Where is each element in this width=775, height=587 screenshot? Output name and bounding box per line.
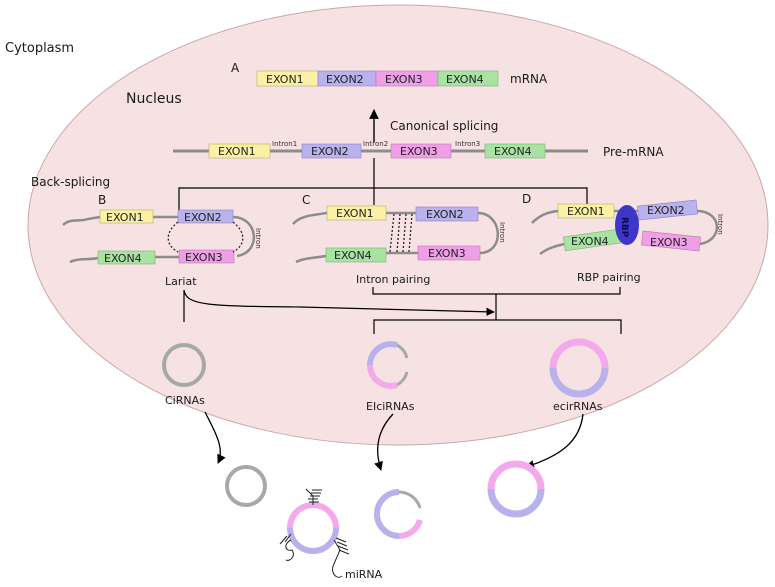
nucleus-ellipse: [27, 4, 769, 446]
cytoplasm-ecirna-circle: [487, 460, 545, 518]
rbp-exon4: EXON4: [571, 235, 609, 248]
lariat-exon4: EXON4: [104, 252, 142, 265]
lariat-exon1: EXON1: [106, 211, 144, 224]
pre-exon3: EXON3: [400, 145, 438, 158]
mirna-label: miRNA: [345, 568, 383, 581]
rbp-intron-label: Intron: [716, 214, 724, 235]
lariat-label: Lariat: [165, 275, 197, 288]
ecirnas-label: ecirRNAs: [553, 400, 603, 413]
intron1-label: Intron1: [272, 140, 297, 148]
mrna-exon2: EXON2: [326, 73, 364, 86]
cirna-export-arrow: [204, 411, 226, 464]
rbp-pairing-structure: EXON1 EXON2 EXON3 EXON4 RBP Intron: [531, 199, 724, 256]
mrna-exon3: EXON3: [385, 73, 423, 86]
mrna-strand: EXON1 EXON2 EXON3 EXON4: [256, 70, 499, 87]
pre-exon1: EXON1: [218, 145, 256, 158]
intron3-label: Intron3: [455, 140, 480, 148]
pairing-exon2: EXON2: [426, 208, 464, 221]
nucleus-label: Nucleus: [126, 91, 182, 107]
rbp-protein: [615, 205, 639, 245]
convergence-connectors: [372, 287, 622, 334]
cytoplasm-cirna-circle: [225, 465, 267, 507]
cytoplasm-label: Cytoplasm: [5, 41, 74, 56]
pre-mrna-label: Pre-mRNA: [603, 145, 664, 159]
rbp-exon2: EXON2: [647, 204, 685, 217]
ecirna-circle: [549, 338, 609, 398]
mirna-sponge-circle: [279, 488, 350, 578]
pre-exon2: EXON2: [311, 145, 349, 158]
intron-pairing-label: Intron pairing: [356, 273, 430, 286]
pairing-exon3: EXON3: [428, 247, 466, 260]
panel-b-label: B: [98, 193, 106, 207]
back-splicing-bracket: [178, 158, 588, 210]
lariat-exon3: EXON3: [185, 251, 223, 264]
canonical-splicing-label: Canonical splicing: [390, 119, 498, 133]
mrna-label: mRNA: [510, 72, 548, 86]
lariat-exon2: EXON2: [184, 211, 222, 224]
pre-mrna-strand: EXON1 EXON2 EXON3 EXON4 Intron1 Intron2 …: [173, 140, 588, 159]
panel-c-label: C: [302, 193, 310, 207]
elcirnas-label: EIciRNAs: [366, 400, 415, 413]
intron-pairing-structure: EXON1 EXON2 EXON3 EXON4 Intron: [292, 205, 506, 264]
panel-a-label: A: [231, 61, 240, 75]
rbp-label: RBP: [619, 217, 629, 238]
cirnas-label: CiRNAs: [165, 394, 205, 407]
lariat-arrow: [183, 289, 495, 317]
lariat-structure: EXON1 EXON2 EXON3 EXON4 Intron: [62, 209, 262, 265]
pre-exon4: EXON4: [494, 145, 532, 158]
rbp-exon1: EXON1: [567, 205, 605, 218]
pairing-intron-label: Intron: [498, 222, 506, 243]
elcirna-circle: [367, 341, 409, 389]
mrna-exon1: EXON1: [266, 73, 304, 86]
rbp-exon3: EXON3: [650, 236, 688, 249]
ecirna-export-arrow: [525, 413, 584, 469]
cytoplasm-elcirna-circle: [374, 489, 423, 539]
elcirna-export-arrow: [374, 413, 394, 471]
mrna-exon4: EXON4: [446, 73, 484, 86]
pairing-exon4: EXON4: [334, 249, 372, 262]
pairing-exon1: EXON1: [336, 207, 374, 220]
rbp-pairing-label: RBP pairing: [577, 271, 641, 284]
back-splicing-label: Back-splicing: [31, 175, 110, 189]
lariat-intron-label: Intron: [254, 228, 262, 249]
intron2-label: Intron2: [363, 140, 388, 148]
panel-d-label: D: [522, 192, 531, 206]
cirna-circle: [162, 343, 206, 387]
